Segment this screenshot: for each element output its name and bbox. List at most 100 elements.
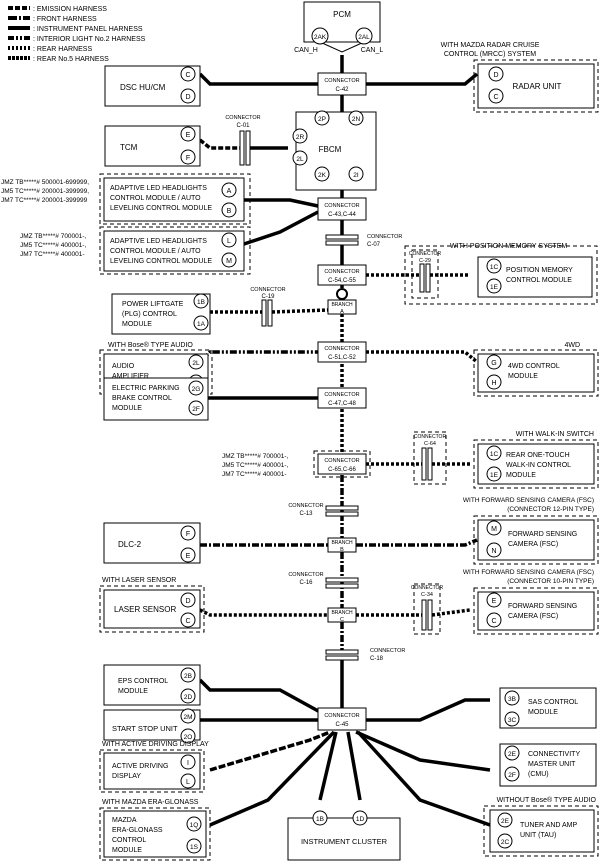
dlc-pin-2: E — [186, 553, 191, 560]
wire-amp — [198, 350, 318, 364]
nobose-condition: WITHOUT Bose® TYPE AUDIO — [497, 796, 597, 804]
active-driving-display-module: WITH ACTIVE DRIVING DISPLAY ACTIVE DRIVI… — [99, 741, 209, 793]
fsc2-line-1: CAMERA (FSC) — [508, 613, 558, 620]
cluster-pin-1: 1B — [316, 816, 324, 823]
c01-line-1: C-01 — [236, 123, 250, 129]
ss-pin-2: 2O — [184, 734, 193, 741]
pin-2ak — [311, 27, 329, 45]
radar-condition-1: CONTROL (MRCC) SYSTEM — [444, 51, 536, 58]
amp-line-1: AMPLIFIER — [112, 373, 149, 380]
alh2-pin-2: M — [226, 258, 232, 265]
gl-line-0: MAZDA — [112, 817, 137, 824]
pin-2al-label: 2AL — [358, 34, 370, 41]
wire-alh1 — [244, 198, 319, 208]
adaptive-led-headlights-module-1: ADAPTIVE LED HEADLIGHTS CONTROL MODULE /… — [99, 173, 251, 225]
tau-pin-1: 2E — [501, 818, 510, 825]
vin-range-1: JMZ TB*****# 500001-699999, JM5 TC*****#… — [1, 179, 89, 204]
instrument-cluster-module: INSTRUMENT CLUSTER 1B 1D — [287, 810, 401, 861]
wire-sas — [366, 698, 490, 722]
pcm-label: PCM — [333, 10, 351, 19]
eps-module: EPS CONTROL MODULE 2B 2D — [103, 664, 201, 706]
c13-line-1: C-13 — [299, 511, 313, 517]
4wd-control-module: 4WD 4WD CONTROL MODULE G H — [473, 342, 599, 397]
alh1-line-0: ADAPTIVE LED HEADLIGHTS — [110, 185, 207, 192]
vin3-line-2: JM7 TC*****# 400001- — [222, 471, 287, 478]
c16a-line-1: C-16 — [299, 580, 313, 586]
wire-radar — [366, 72, 479, 86]
vin2-line-2: JM7 TC*****# 400001- — [20, 251, 85, 258]
gl-pin-2: 1S — [190, 844, 199, 851]
walkin-pin-1: 1C — [490, 451, 499, 458]
forward-sensing-camera-module-1: WITH FORWARD SENSING CAMERA (FSC) (CONNE… — [463, 497, 599, 565]
c42-line-1: C-42 — [335, 87, 349, 93]
plg-module: POWER LIFTGATE (PLG) CONTROL MODULE 1B 1… — [111, 293, 211, 335]
posmem-pin-1: 1C — [490, 264, 499, 271]
c07-line-0: CONNECTOR — [367, 234, 402, 240]
eps-pin-1: 2B — [184, 673, 192, 680]
c07-line-1: C-07 — [367, 242, 381, 248]
gl-line-2: CONTROL — [112, 837, 146, 844]
vin-range-2: JMZ TB*****# 700001-, JM5 TC*****# 40000… — [20, 233, 87, 258]
epb-line-1: BRAKE CONTROL — [112, 395, 172, 402]
sas-pin-1: 3B — [508, 696, 516, 703]
c45-line-0: CONNECTOR — [324, 713, 359, 719]
walkin-line-0: REAR ONE-TOUCH — [506, 452, 570, 459]
wire-c34-fsc2 — [431, 608, 471, 617]
4wd-pin-2: H — [491, 380, 496, 387]
fbcm-pin-2p: 2P — [318, 116, 326, 123]
wire-tau — [356, 730, 491, 827]
start-stop-module: START STOP UNIT 2M 2O — [103, 708, 201, 744]
vin1-line-1: JM5 TC*****# 200001-399999, — [1, 188, 89, 195]
fsc1-condition-0: WITH FORWARD SENSING CAMERA (FSC) — [463, 497, 594, 504]
c18-line-1: C-18 — [370, 656, 384, 662]
wire-add — [209, 730, 331, 772]
gl-pin-1: 1Q — [190, 822, 199, 829]
pcm-module: PCM 2AK 2AL CAN_H CAN_L — [294, 1, 383, 54]
wire-cluster-1b — [318, 731, 338, 801]
connectors: CONNECTOR C-42 CONNECTOR C-01 CONNECTOR … — [225, 72, 447, 731]
wire-4wd — [366, 350, 479, 364]
sas-line-1: MODULE — [528, 709, 558, 716]
c34-line-1: C-34 — [421, 592, 433, 598]
laser-condition: WITH LASER SENSOR — [102, 577, 176, 584]
laser-pin-1: D — [185, 598, 190, 605]
plg-line-2: MODULE — [122, 321, 152, 328]
legend-front: : FRONT HARNESS — [33, 16, 97, 23]
tcm-module: TCM E F — [104, 125, 201, 167]
plg-line-1: (PLG) CONTROL — [122, 311, 177, 318]
cmu-pin-1: 2E — [508, 751, 517, 758]
wire-fsc1 — [356, 538, 478, 547]
radar-pin-2: C — [493, 94, 498, 101]
sas-pin-2: 3C — [508, 717, 517, 724]
dlc-pin-1: F — [186, 531, 190, 538]
vin1-line-2: JM7 TC*****# 200001-399999 — [1, 197, 88, 204]
fbcm-pin-2l: 2L — [296, 156, 304, 163]
legend-emission: : EMISSION HARNESS — [33, 6, 107, 13]
c54-line-0: CONNECTOR — [324, 269, 359, 275]
alh1-pin-1: A — [227, 188, 232, 195]
radar-unit-module: WITH MAZDA RADAR CRUISE CONTROL (MRCC) S… — [441, 42, 599, 113]
4wd-condition: 4WD — [564, 342, 580, 349]
fbcm-module: FBCM 2P 2N 2R 2L 2K 2I — [292, 110, 377, 191]
c65-line-1: C-65,C-66 — [328, 467, 356, 473]
c18-line-0: CONNECTOR — [370, 648, 405, 654]
legend-instrument-panel: : INSTRUMENT PANEL HARNESS — [33, 26, 143, 33]
ss-pin-1: 2M — [183, 714, 192, 721]
fsc1-condition-1: (CONNECTOR 12-PIN TYPE) — [507, 506, 594, 513]
walkin-line-2: MODULE — [506, 472, 536, 479]
plg-line-0: POWER LIFTGATE — [122, 301, 184, 308]
fbcm-pin-2k: 2K — [318, 172, 327, 179]
harness-legend: : EMISSION HARNESS : FRONT HARNESS : INS… — [8, 6, 146, 63]
alh2-line-2: LEVELING CONTROL MODULE — [110, 258, 212, 265]
c42-line-0: CONNECTOR — [324, 78, 359, 84]
tcm-pin-1: E — [186, 132, 191, 139]
walkin-pin-2: 1E — [490, 472, 499, 479]
epb-module: ELECTRIC PARKING BRAKE CONTROL MODULE 2G… — [103, 377, 209, 421]
alh2-line-1: CONTROL MODULE / AUTO — [110, 248, 201, 255]
c29-line-0: CONNECTOR — [409, 251, 442, 257]
radar-pin-1: D — [493, 72, 498, 79]
gl-line-1: ERA-GLONASS — [112, 827, 163, 834]
c13-line-0: CONNECTOR — [288, 503, 323, 509]
sas-line-0: SAS CONTROL — [528, 699, 578, 706]
tau-line-1: UNIT (TAU) — [520, 832, 556, 839]
